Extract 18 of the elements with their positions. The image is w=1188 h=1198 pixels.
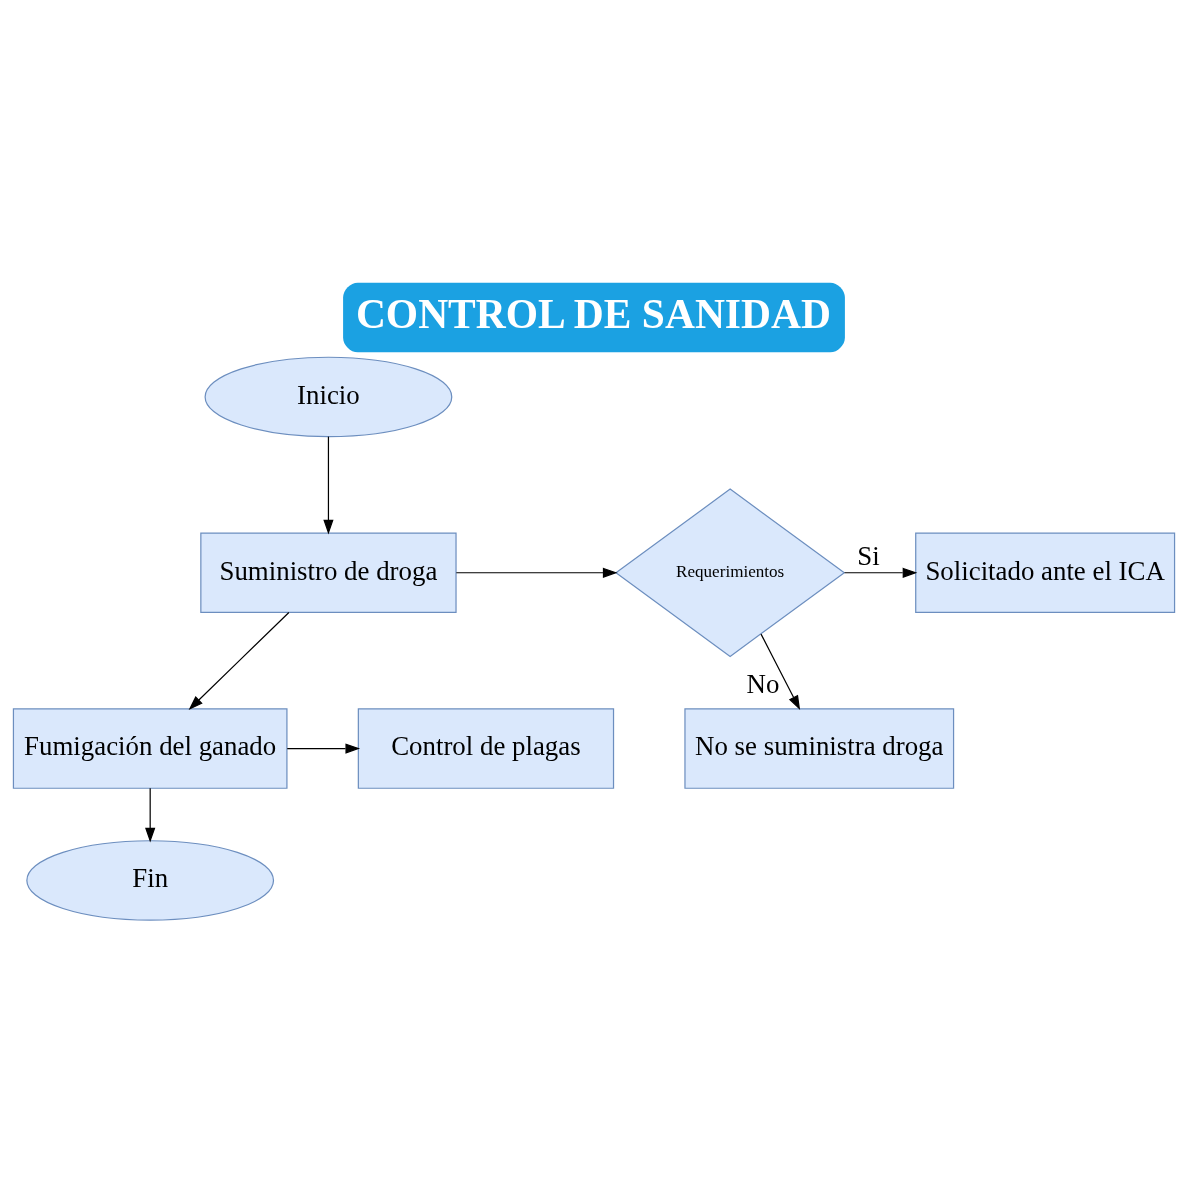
arrow xyxy=(145,787,156,843)
node-box: Control de plagas xyxy=(357,708,615,789)
node-ellipse: Inicio xyxy=(204,356,453,438)
arrow xyxy=(760,633,801,711)
node-box: Solicitado ante el ICA xyxy=(915,532,1176,614)
node-ellipse: Fin xyxy=(26,840,275,921)
edge-label: No xyxy=(746,668,780,699)
node-diamond: Requerimientos xyxy=(614,488,846,658)
arrow xyxy=(455,567,618,578)
arrow xyxy=(286,743,361,754)
diagram-title: CONTROL DE SANIDAD xyxy=(355,290,831,337)
arrow xyxy=(188,611,290,710)
arrow xyxy=(323,436,334,535)
node-box: No se suministra droga xyxy=(684,708,955,789)
node-box: Suministro de droga xyxy=(200,532,457,614)
arrow xyxy=(843,567,918,578)
node-box: Fumigación del ganado xyxy=(12,708,288,789)
edge-label: Si xyxy=(857,540,880,571)
